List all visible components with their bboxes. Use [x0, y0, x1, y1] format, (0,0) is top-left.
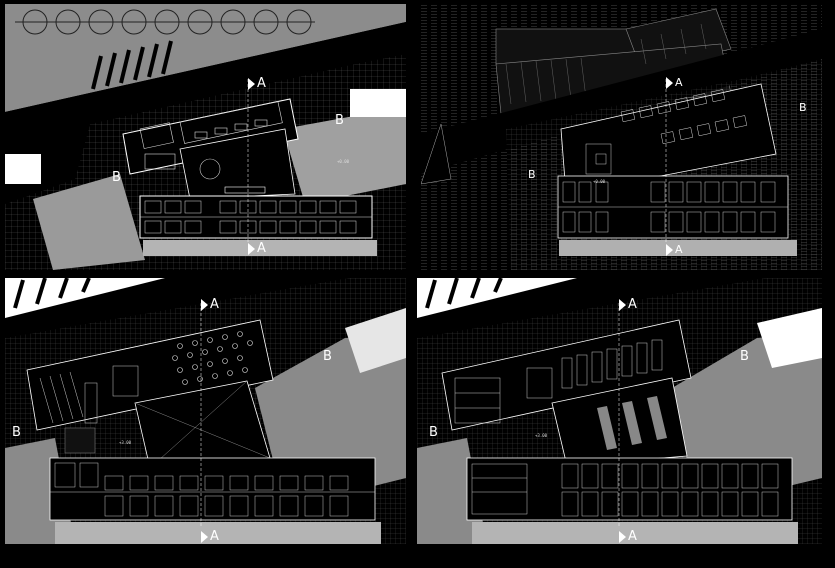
section-mark-b-right: B — [323, 349, 332, 364]
section-mark-a-bottom: A — [201, 530, 219, 543]
level-mark: +0.00 — [593, 179, 606, 184]
section-mark-a-bottom: A — [248, 242, 266, 255]
plan-panel-bottom-left: A A B B +3.00 — [5, 278, 406, 544]
section-arrow-icon — [666, 244, 673, 256]
level-mark: +3.00 — [535, 433, 548, 438]
section-mark-b-left: B — [429, 425, 438, 440]
section-mark-a-bottom: A — [666, 244, 683, 256]
section-mark-b-left: B — [528, 168, 536, 181]
section-arrow-icon — [619, 298, 626, 311]
plan-drawing-2 — [421, 4, 822, 270]
section-mark-b-left: B — [112, 170, 121, 185]
section-arrow-icon — [201, 530, 208, 543]
section-mark-a-bottom: A — [619, 530, 637, 543]
section-mark-b-left: B — [12, 425, 21, 440]
section-mark-b-right: B — [335, 113, 344, 128]
level-mark: +3.00 — [119, 440, 132, 445]
section-mark-a-top: A — [619, 298, 637, 311]
section-arrow-icon — [248, 77, 255, 90]
plan-drawing-4 — [417, 278, 822, 544]
level-mark: +0.00 — [337, 159, 350, 164]
section-arrow-icon — [248, 242, 255, 255]
section-mark-a-top: A — [201, 298, 219, 311]
plan-drawing-1 — [5, 4, 406, 270]
plan-panel-top-left: A A B B +0.00 — [5, 4, 406, 270]
plan-drawing-3 — [5, 278, 406, 544]
section-arrow-icon — [619, 530, 626, 543]
plan-panel-bottom-right: A A B B +3.00 — [417, 278, 822, 544]
section-mark-a-top: A — [666, 77, 683, 89]
section-mark-b-right: B — [740, 349, 749, 364]
section-arrow-icon — [666, 77, 673, 89]
section-mark-a-top: A — [248, 77, 266, 90]
plan-panel-top-right: A A B B +0.00 — [421, 4, 822, 270]
section-mark-b-right: B — [799, 101, 807, 114]
section-arrow-icon — [201, 298, 208, 311]
